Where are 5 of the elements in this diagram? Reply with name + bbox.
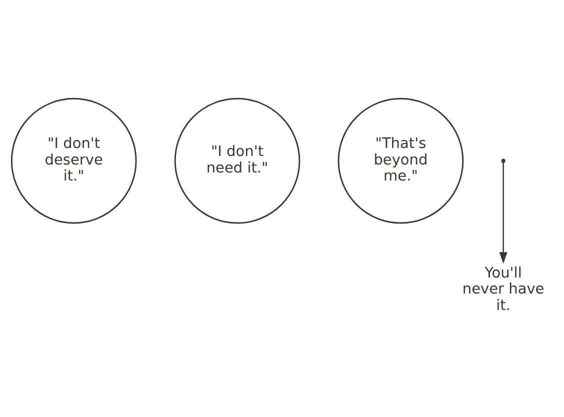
node-circle: "That's beyond me."	[338, 98, 464, 224]
arrow	[499, 162, 508, 264]
node-text: You'll never have it.	[462, 265, 544, 314]
node-circle: "I don't need it."	[174, 98, 300, 224]
node-circle: "I don't deserve it."	[10, 98, 137, 224]
